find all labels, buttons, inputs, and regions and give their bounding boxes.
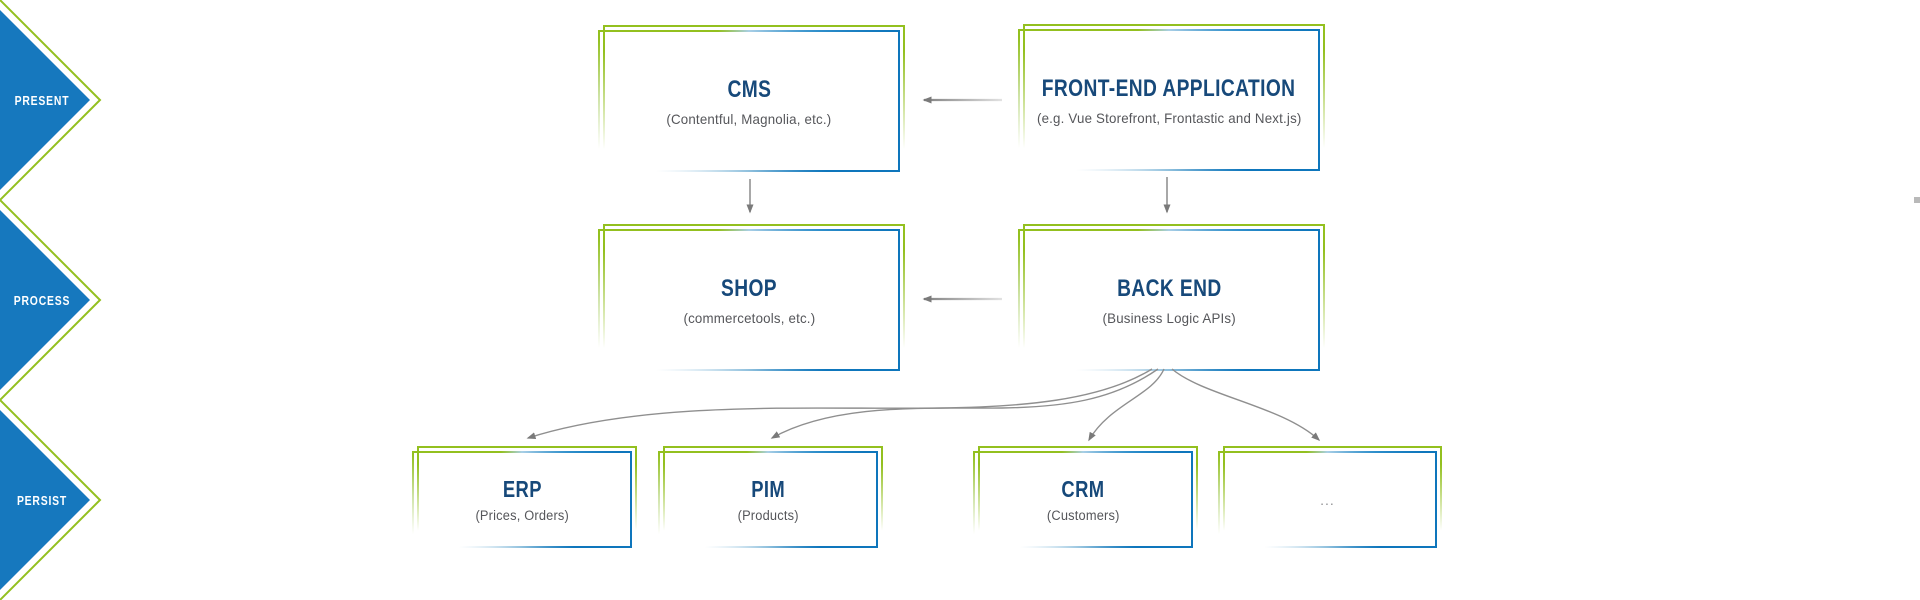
node-crm-title: CRM (1061, 476, 1105, 502)
node-crm: CRM (Customers) (973, 451, 1193, 548)
node-cms: CMS (Contentful, Magnolia, etc.) (598, 30, 900, 172)
phase-chevron-process: PROCESS (0, 200, 110, 400)
node-cms-subtitle: (Contentful, Magnolia, etc.) (666, 110, 832, 127)
node-crm-subtitle: (Customers) (1046, 508, 1120, 523)
node-frontend-title: FRONT-END APPLICATION (1042, 74, 1296, 102)
node-more-label: ... (1320, 491, 1335, 508)
node-pim: PIM (Products) (658, 451, 878, 548)
phase-label-present: PRESENT (14, 92, 70, 108)
node-erp-title: ERP (502, 476, 542, 502)
node-erp: ERP (Prices, Orders) (412, 451, 632, 548)
node-shop-subtitle: (commercetools, etc.) (683, 309, 815, 326)
chevron-icon (0, 0, 102, 200)
phase-chevron-present: PRESENT (0, 0, 110, 200)
arrow-backend-to-more (1171, 368, 1321, 442)
arrow-backend-to-crm (1088, 368, 1165, 442)
chevron-icon (0, 400, 102, 600)
phase-rail: PRESENT PROCESS PERSIST (0, 0, 120, 600)
node-frontend-subtitle: (e.g. Vue Storefront, Frontastic and Nex… (1036, 109, 1302, 126)
node-backend: BACK END (Business Logic APIs) (1018, 229, 1320, 371)
phase-label-persist: PERSIST (16, 492, 68, 508)
node-backend-title: BACK END (1116, 274, 1222, 302)
node-frontend: FRONT-END APPLICATION (e.g. Vue Storefro… (1018, 29, 1320, 171)
node-shop: SHOP (commercetools, etc.) (598, 229, 900, 371)
node-backend-subtitle: (Business Logic APIs) (1102, 309, 1236, 326)
node-shop-title: SHOP (720, 274, 777, 302)
node-more: ... (1218, 451, 1437, 548)
phase-chevron-persist: PERSIST (0, 400, 110, 600)
edge-artifact (1914, 197, 1920, 203)
arrow-backend-to-pim (770, 368, 1159, 439)
chevron-icon (0, 200, 102, 400)
node-pim-title: PIM (751, 476, 785, 502)
node-cms-title: CMS (727, 75, 771, 103)
node-erp-subtitle: (Prices, Orders) (475, 508, 569, 523)
arrow-backend-to-erp (526, 368, 1153, 440)
phase-label-process: PROCESS (13, 292, 71, 308)
node-pim-subtitle: (Products) (737, 508, 799, 523)
